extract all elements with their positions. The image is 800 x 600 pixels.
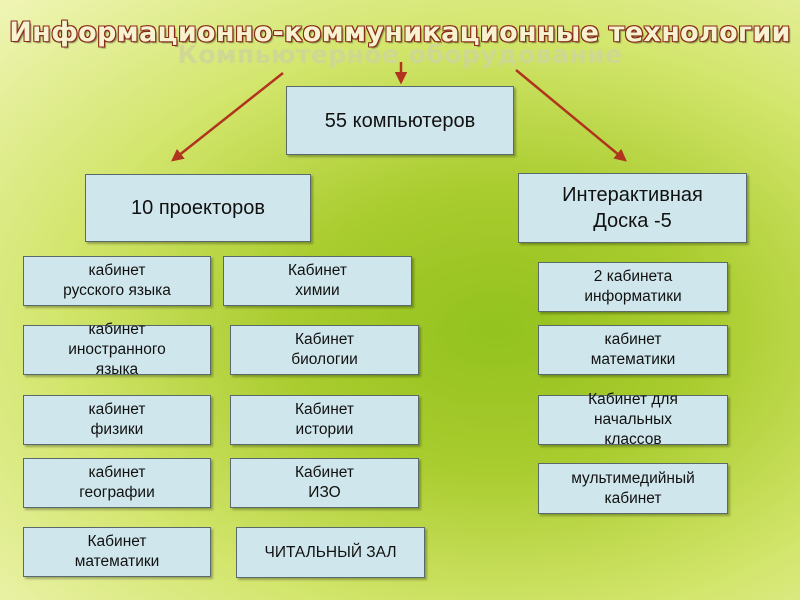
root-node-computers: 55 компьютеров [286, 86, 514, 155]
room-chemistry: Кабинет химии [223, 256, 412, 306]
room-geography: кабинет географии [23, 458, 211, 508]
room-informatics: 2 кабинета информатики [538, 262, 728, 312]
room-russian-language: кабинет русского языка [23, 256, 211, 306]
node-projectors: 10 проекторов [85, 174, 311, 242]
room-history: Кабинет истории [230, 395, 419, 445]
room-art: Кабинет ИЗО [230, 458, 419, 508]
room-physics: кабинет физики [23, 395, 211, 445]
arrow-to-boards [515, 69, 627, 162]
node-interactive-boards: Интерактивная Доска -5 [518, 173, 747, 243]
room-primary-classes: Кабинет для начальных классов [538, 391, 728, 448]
room-multimedia: мультимедийный кабинет [538, 463, 728, 514]
room-foreign-language: кабинет иностранного языка [23, 321, 211, 378]
arrow-to-projectors [171, 72, 284, 162]
room-mathematics: Кабинет математики [23, 527, 211, 577]
room-mathematics-board: кабинет математики [538, 325, 728, 375]
room-reading-hall: ЧИТАЛЬНЫЙ ЗАЛ [236, 527, 425, 578]
room-biology: Кабинет биологии [230, 325, 419, 375]
page-title: Информационно-коммуникационные технологи… [9, 17, 791, 48]
